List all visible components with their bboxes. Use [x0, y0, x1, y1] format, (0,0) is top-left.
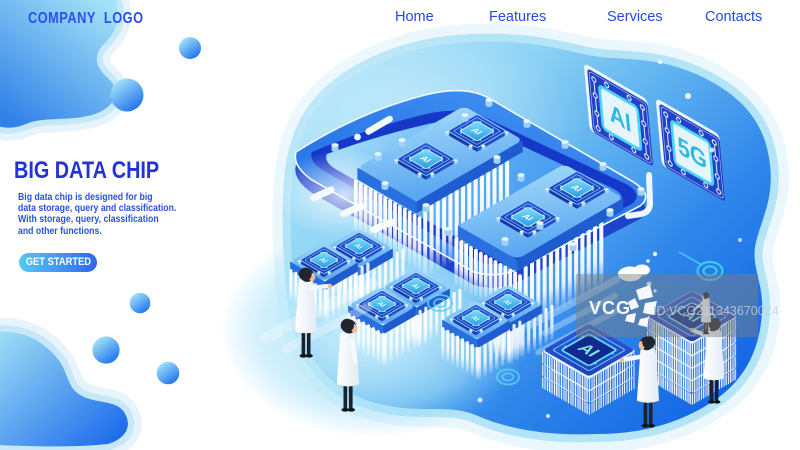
svg-text:AI: AI	[569, 183, 585, 192]
svg-text:AI: AI	[520, 212, 536, 221]
svg-text:VCG: VCG	[589, 298, 631, 318]
svg-text:AI: AI	[418, 154, 434, 163]
svg-text:AI: AI	[501, 299, 513, 306]
svg-text:AI: AI	[469, 315, 481, 322]
svg-text:AI: AI	[352, 243, 364, 250]
svg-text:AI: AI	[409, 283, 421, 290]
svg-text:AI: AI	[375, 301, 387, 308]
svg-text:AI: AI	[469, 126, 485, 135]
svg-text:AI: AI	[317, 257, 329, 264]
svg-text:ID:VCG211343670024: ID:VCG211343670024	[653, 304, 779, 318]
